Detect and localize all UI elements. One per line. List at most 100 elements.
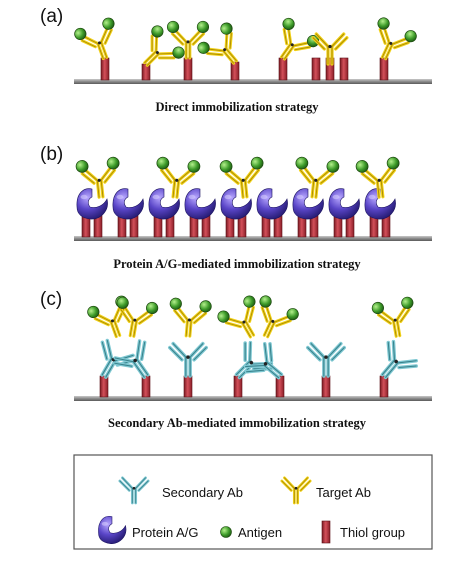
target-antibody bbox=[280, 476, 312, 505]
protein-ag bbox=[98, 515, 127, 544]
thiol-group bbox=[100, 57, 110, 81]
antigen bbox=[250, 156, 264, 170]
target-antibody bbox=[116, 296, 159, 338]
antigen bbox=[355, 160, 369, 173]
thiol-group bbox=[321, 375, 331, 398]
surface-a bbox=[74, 79, 432, 84]
legend: Secondary Ab Target Ab Protein A/G Antig… bbox=[73, 454, 433, 550]
antigen bbox=[295, 156, 309, 170]
surface-c bbox=[74, 396, 432, 401]
legend-antigen-label: Antigen bbox=[238, 525, 282, 540]
protein-ag bbox=[112, 188, 144, 220]
antigen bbox=[220, 22, 233, 35]
panel-a-illustration bbox=[74, 17, 417, 81]
target-antibody bbox=[259, 295, 299, 339]
antigen bbox=[220, 526, 232, 538]
protein-ag bbox=[292, 188, 324, 220]
target-antibody bbox=[75, 156, 120, 199]
panel-c-label: (c) bbox=[40, 289, 62, 310]
antigen bbox=[156, 156, 170, 170]
antigen bbox=[371, 301, 384, 315]
legend-protein-ag-label: Protein A/G bbox=[132, 525, 198, 540]
antigen bbox=[106, 156, 120, 170]
target-antibody bbox=[377, 17, 417, 61]
panel-b-illustration bbox=[75, 156, 400, 238]
antigen bbox=[151, 25, 164, 38]
legend-thiol-label: Thiol group bbox=[340, 525, 405, 540]
antigen bbox=[196, 20, 210, 34]
antigen bbox=[217, 310, 230, 323]
target-antibody bbox=[197, 22, 238, 65]
antigen bbox=[116, 296, 129, 309]
antigen bbox=[386, 156, 400, 170]
protein-ag bbox=[184, 188, 216, 220]
target-antibody bbox=[371, 296, 414, 338]
antigen bbox=[199, 300, 212, 313]
target-antibody bbox=[74, 17, 115, 61]
target-antibody bbox=[355, 156, 400, 199]
legend-secondary-ab-label: Secondary Ab bbox=[162, 485, 243, 500]
thiol-group bbox=[141, 375, 151, 398]
protein-ag bbox=[76, 188, 108, 220]
target-antibody bbox=[143, 25, 185, 67]
thiol-group bbox=[141, 63, 151, 81]
protein-ag bbox=[256, 188, 288, 220]
antigen bbox=[74, 27, 87, 41]
antigen bbox=[146, 301, 159, 315]
antigen bbox=[219, 160, 233, 173]
antigen bbox=[166, 20, 180, 34]
secondary-antibody bbox=[380, 339, 418, 380]
antigen bbox=[172, 46, 185, 59]
secondary-antibody bbox=[243, 342, 284, 380]
thiol-group bbox=[183, 57, 193, 81]
thiol-group bbox=[183, 375, 193, 398]
thiol-group bbox=[278, 57, 288, 81]
thiol-group bbox=[99, 375, 109, 398]
antigen bbox=[87, 305, 100, 319]
thiol-group bbox=[339, 57, 349, 81]
thiol-group bbox=[379, 57, 389, 81]
surface-b bbox=[74, 236, 432, 241]
antigen bbox=[404, 30, 417, 43]
legend-target-ab-label: Target Ab bbox=[316, 485, 371, 500]
thiol-group bbox=[379, 375, 389, 398]
thiol-group bbox=[325, 57, 335, 81]
target-antibody bbox=[217, 295, 256, 339]
antigen bbox=[401, 296, 414, 309]
panel-c-illustration bbox=[87, 295, 418, 398]
antigen bbox=[243, 295, 256, 308]
target-antibody bbox=[169, 297, 212, 338]
antigen bbox=[286, 308, 299, 321]
protein-ag bbox=[148, 188, 180, 220]
protein-ag bbox=[220, 188, 252, 220]
panel-b-label: (b) bbox=[40, 144, 63, 165]
antigen bbox=[377, 17, 390, 30]
thiol-group bbox=[321, 520, 331, 544]
thiol-group bbox=[275, 375, 285, 398]
antigen bbox=[197, 41, 210, 54]
secondary-antibody bbox=[168, 341, 208, 378]
target-antibody bbox=[219, 156, 264, 199]
antigen bbox=[326, 160, 340, 173]
panel-c-caption: Secondary Ab-mediated immobilization str… bbox=[108, 416, 367, 430]
panel-b-caption: Protein A/G-mediated immobilization stra… bbox=[113, 257, 361, 271]
panel-a-caption: Direct immobilization strategy bbox=[156, 100, 320, 114]
target-antibody bbox=[166, 20, 210, 60]
thiol-group bbox=[230, 61, 240, 81]
antigen bbox=[282, 17, 295, 31]
secondary-antibody bbox=[118, 476, 150, 505]
antigen bbox=[102, 17, 115, 30]
target-antibody bbox=[156, 156, 201, 199]
secondary-antibody bbox=[113, 339, 150, 379]
antigen bbox=[169, 297, 182, 310]
secondary-antibody bbox=[306, 341, 346, 378]
thiol-group bbox=[233, 375, 243, 398]
target-antibody bbox=[295, 156, 340, 199]
antigen bbox=[75, 160, 89, 173]
thiol-group bbox=[311, 57, 321, 81]
target-antibody bbox=[311, 32, 349, 66]
panel-a-label: (a) bbox=[40, 6, 63, 27]
antigen bbox=[259, 295, 272, 308]
